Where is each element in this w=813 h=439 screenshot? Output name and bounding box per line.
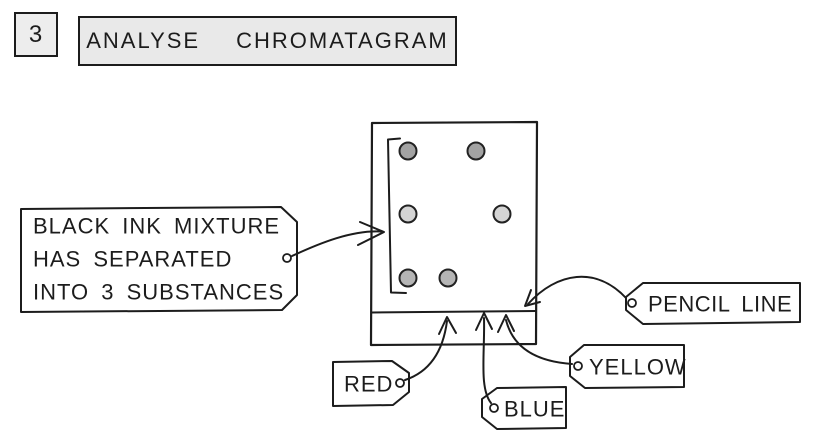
black-ink-arrow	[291, 221, 385, 257]
yellow-tag: YELLOW	[569, 344, 687, 389]
black-ink-note-line-3: INTO 3 SUBSTANCES	[33, 280, 284, 305]
black-ink-note-line-2: HAS SEPARATED	[33, 247, 232, 272]
yellow-label: YELLOW	[589, 355, 687, 380]
red-tag-eyelet	[395, 378, 405, 388]
blue-tag-eyelet	[489, 403, 499, 413]
black-ink-note-line-1: BLACK INK MIXTURE	[33, 214, 280, 239]
title-word-analyse: ANALYSE	[86, 28, 201, 53]
ink-spot-top-right	[466, 141, 486, 161]
title-box: ANALYSE CHROMATAGRAM	[78, 16, 457, 66]
red-tag-outline	[332, 360, 410, 407]
step-number: 3	[28, 20, 44, 48]
red-arrow	[404, 316, 457, 381]
yellow-tag-outline	[569, 344, 685, 389]
pencil-line-label: PENCIL LINE	[648, 292, 792, 317]
ink-spot-top-left	[398, 141, 418, 161]
red-tag: RED	[332, 360, 410, 407]
pencil-line-tag-eyelet	[627, 298, 637, 308]
blue-tag: BLUE	[481, 386, 567, 430]
step-number-box: 3	[14, 12, 58, 57]
blue-label: BLUE	[504, 397, 565, 422]
yellow-arrow	[497, 314, 573, 365]
title-word-chromatagram: CHROMATAGRAM	[236, 28, 449, 53]
separation-bracket	[387, 137, 407, 294]
blue-arrow	[475, 312, 493, 404]
black-ink-note-tag: BLACK INK MIXTURE HAS SEPARATED INTO 3 S…	[20, 206, 298, 313]
yellow-tag-eyelet	[573, 361, 583, 371]
black-ink-note-outline	[20, 206, 298, 313]
ink-spot-bottom-left	[398, 268, 418, 288]
black-ink-note-eyelet	[282, 253, 292, 263]
chromatography-paper	[369, 120, 539, 347]
ink-spot-bottom-right	[438, 268, 458, 288]
pencil-line-arrow	[524, 275, 627, 307]
ink-spot-middle-left	[398, 204, 418, 224]
red-label: RED	[344, 372, 393, 397]
pencil-line	[371, 310, 537, 314]
blue-tag-outline	[481, 386, 567, 430]
ink-spot-middle-right	[492, 204, 512, 224]
pencil-line-tag: PENCIL LINE	[625, 282, 801, 325]
